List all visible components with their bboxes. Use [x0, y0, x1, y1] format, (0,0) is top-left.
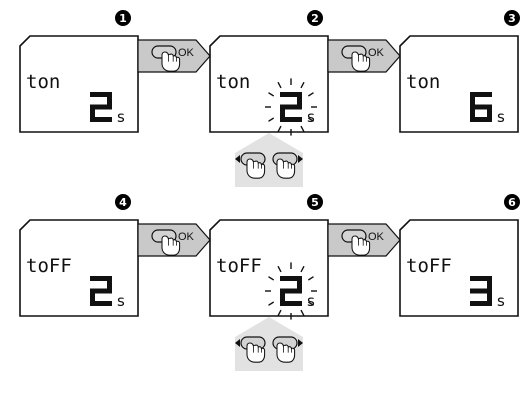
step-number-badge: 6	[504, 194, 520, 210]
lcd-screen-4: toFF s	[19, 219, 139, 317]
lcd-parameter-label: toFF	[216, 255, 262, 277]
step-number-badge: 3	[504, 10, 520, 26]
arrow-right-icon	[298, 155, 303, 163]
arrow-right-icon	[298, 339, 303, 347]
lcd-parameter-label: toFF	[406, 255, 452, 277]
ok-arrow-1: OK	[137, 39, 211, 73]
lcd-value-digit	[280, 92, 302, 122]
adjust-panel-2	[235, 317, 303, 371]
step-badges-layer: 1 2 3 4 5 6	[115, 10, 520, 210]
ok-arrow-2: OK	[327, 39, 401, 73]
step-number: 4	[119, 196, 127, 209]
adjust-panel-1	[235, 133, 303, 187]
adjust-buttons-layer	[235, 133, 303, 371]
lcd-value-digit	[470, 276, 492, 306]
lcd-screen-3: ton s	[399, 35, 519, 133]
ok-arrow-4: OK	[327, 223, 401, 257]
screens-layer: ton s ton s ton s toFF s toFF s toFF s	[19, 35, 519, 320]
lcd-screen-1: ton s	[19, 35, 139, 133]
lcd-parameter-label: toFF	[26, 255, 72, 277]
lcd-screen-6: toFF s	[399, 219, 519, 317]
lcd-unit-label: s	[497, 292, 505, 310]
lcd-unit-label: s	[117, 292, 125, 310]
hand-pointer-icon	[161, 235, 181, 256]
lcd-value-digit	[90, 276, 112, 306]
blink-rays-icon	[265, 78, 317, 136]
arrow-left-icon	[235, 339, 240, 347]
hand-pointer-icon	[161, 51, 181, 72]
step-number-badge: 4	[115, 194, 131, 210]
step-number: 3	[508, 12, 516, 25]
ok-arrows-layer: OK OK OK OK	[137, 39, 401, 257]
lcd-screen-5: toFF s	[209, 219, 329, 320]
arrow-left-icon	[235, 155, 240, 163]
lcd-unit-label: s	[307, 108, 315, 126]
ok-button-label: OK	[368, 231, 385, 243]
lcd-unit-label: s	[497, 108, 505, 126]
hand-pointer-icon	[276, 342, 296, 363]
step-number: 6	[508, 196, 516, 209]
hand-pointer-icon	[351, 235, 371, 256]
lcd-unit-label: s	[117, 108, 125, 126]
step-number-badge: 1	[115, 10, 131, 26]
ok-button-label: OK	[178, 231, 195, 243]
step-number-badge: 5	[307, 194, 323, 210]
lcd-unit-label: s	[307, 292, 315, 310]
ok-button-label: OK	[368, 47, 385, 59]
hand-pointer-icon	[246, 158, 266, 179]
step-number: 2	[311, 12, 319, 25]
hand-pointer-icon	[276, 158, 296, 179]
ok-button-label: OK	[178, 47, 195, 59]
hand-pointer-icon	[246, 342, 266, 363]
hand-pointer-icon	[351, 51, 371, 72]
lcd-screen-2: ton s	[209, 35, 329, 136]
lcd-parameter-label: ton	[216, 71, 250, 93]
lcd-value-digit	[280, 276, 302, 306]
lcd-parameter-label: ton	[406, 71, 440, 93]
ok-arrow-3: OK	[137, 223, 211, 257]
lcd-value-digit	[470, 92, 492, 122]
step-number: 1	[119, 12, 127, 25]
lcd-value-digit	[90, 92, 112, 122]
lcd-parameter-label: ton	[26, 71, 60, 93]
step-number: 5	[311, 196, 319, 209]
blink-rays-icon	[265, 262, 317, 320]
step-number-badge: 2	[307, 10, 323, 26]
